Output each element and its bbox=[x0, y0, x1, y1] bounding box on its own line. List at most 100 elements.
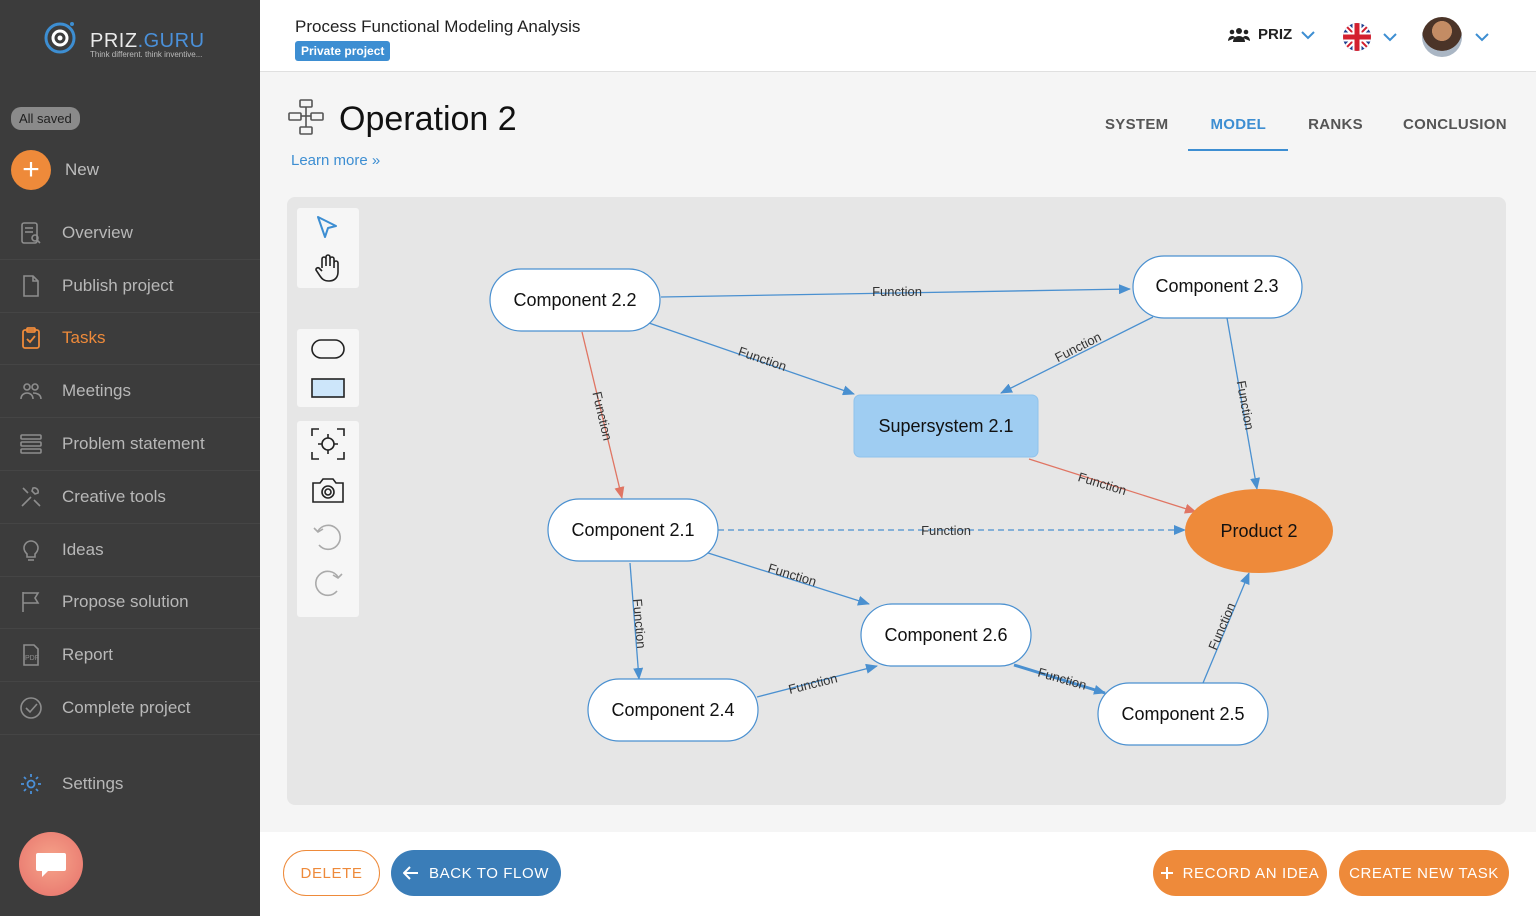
record-idea-button[interactable]: RECORD AN IDEA bbox=[1153, 850, 1327, 896]
sidebar-item-problem-statement[interactable]: Problem statement bbox=[0, 418, 260, 471]
undo-button[interactable] bbox=[308, 516, 348, 556]
edge-c22-c21[interactable] bbox=[581, 331, 625, 499]
select-tool-button[interactable] bbox=[308, 211, 348, 245]
edge-label: Function bbox=[1076, 469, 1128, 498]
screenshot-button[interactable] bbox=[308, 470, 348, 510]
sidebar-item-label: Complete project bbox=[62, 698, 191, 718]
node-label: Component 2.5 bbox=[1121, 704, 1244, 724]
node-component-2-5[interactable]: Component 2.5 bbox=[1097, 682, 1269, 746]
pan-tool-button[interactable] bbox=[308, 251, 348, 285]
node-component-2-6[interactable]: Component 2.6 bbox=[860, 603, 1032, 667]
edge-label: Function bbox=[921, 523, 971, 538]
tab-model[interactable]: MODEL bbox=[1188, 106, 1289, 151]
project-title: Process Functional Modeling Analysis bbox=[295, 17, 581, 36]
add-supersystem-button[interactable] bbox=[308, 371, 348, 404]
model-canvas[interactable]: Function Function Function Function Func… bbox=[287, 197, 1506, 805]
user-menu[interactable] bbox=[1422, 17, 1490, 57]
sidebar-item-ideas[interactable]: Ideas bbox=[0, 524, 260, 577]
tab-ranks[interactable]: RANKS bbox=[1308, 116, 1363, 133]
edge-c21-c26[interactable] bbox=[704, 551, 870, 606]
footer-actions: DELETE BACK TO FLOW RECORD AN IDEA CREAT… bbox=[260, 832, 1536, 916]
edge-label: Function bbox=[1052, 329, 1103, 365]
node-component-2-2[interactable]: Component 2.2 bbox=[489, 268, 661, 332]
chevron-down-icon bbox=[1301, 30, 1315, 39]
sidebar-item-propose-solution[interactable]: Propose solution bbox=[0, 577, 260, 630]
edge-c23-p2[interactable] bbox=[1226, 317, 1261, 490]
node-component-2-4[interactable]: Component 2.4 bbox=[587, 678, 759, 742]
new-label: New bbox=[65, 160, 100, 179]
back-to-flow-button[interactable]: BACK TO FLOW bbox=[391, 850, 561, 896]
sidebar-item-settings[interactable]: Settings bbox=[0, 758, 260, 810]
edge-label: Function bbox=[589, 390, 615, 442]
sidebar-item-label: Ideas bbox=[62, 539, 104, 559]
shape-tools bbox=[297, 329, 359, 407]
add-component-button[interactable] bbox=[308, 332, 348, 365]
node-component-2-3[interactable]: Component 2.3 bbox=[1132, 255, 1303, 319]
sidebar-item-label: Creative tools bbox=[62, 486, 166, 506]
people-icon bbox=[18, 378, 44, 404]
pdf-icon: PDF bbox=[18, 642, 44, 668]
logo-text: PRIZ.GURU bbox=[90, 30, 205, 52]
edge-c26-c25[interactable] bbox=[1013, 663, 1106, 695]
sidebar-item-meetings[interactable]: Meetings bbox=[0, 365, 260, 419]
rounded-shape-icon bbox=[311, 338, 345, 359]
redo-button[interactable] bbox=[308, 562, 348, 602]
settings-label: Settings bbox=[62, 774, 124, 793]
edge-label: Function bbox=[630, 598, 649, 649]
delete-label: DELETE bbox=[300, 864, 363, 882]
language-selector[interactable] bbox=[1342, 22, 1398, 52]
edge-c22-c23[interactable] bbox=[660, 284, 1131, 298]
tab-conclusion[interactable]: CONCLUSION bbox=[1403, 116, 1507, 133]
navigation-tools bbox=[297, 208, 359, 288]
learn-more-link[interactable]: Learn more » bbox=[291, 152, 381, 169]
team-selector[interactable]: PRIZ bbox=[1228, 26, 1316, 43]
sidebar-item-label: Meetings bbox=[62, 381, 131, 401]
sidebar-item-publish-project[interactable]: Publish project bbox=[0, 260, 260, 313]
sidebar-item-label: Overview bbox=[62, 222, 133, 242]
tab-system[interactable]: SYSTEM bbox=[1105, 116, 1169, 133]
edge-ss21-p2[interactable] bbox=[1028, 458, 1197, 514]
edge-label: Function bbox=[1205, 600, 1238, 652]
chat-button[interactable] bbox=[19, 832, 83, 896]
node-label: Supersystem 2.1 bbox=[878, 416, 1013, 436]
svg-text:PDF: PDF bbox=[25, 655, 39, 662]
chevron-down-icon bbox=[1383, 33, 1397, 42]
sidebar-item-label: Propose solution bbox=[62, 592, 189, 612]
fit-view-button[interactable] bbox=[308, 424, 348, 464]
create-task-button[interactable]: CREATE NEW TASK bbox=[1339, 850, 1509, 896]
sidebar-item-creative-tools[interactable]: Creative tools bbox=[0, 471, 260, 524]
node-supersystem-2-1[interactable]: Supersystem 2.1 bbox=[853, 394, 1039, 458]
main-area: Process Functional Modeling Analysis Pri… bbox=[260, 0, 1536, 916]
sidebar-item-tasks[interactable]: Tasks bbox=[0, 313, 260, 366]
sidebar-item-label: Tasks bbox=[62, 328, 106, 348]
node-component-2-1[interactable]: Component 2.1 bbox=[547, 498, 719, 562]
edge-c24-c26[interactable] bbox=[756, 663, 878, 698]
delete-button[interactable]: DELETE bbox=[283, 850, 380, 896]
edge-c25-p2[interactable] bbox=[1202, 572, 1250, 684]
edge-label: Function bbox=[787, 670, 839, 697]
record-idea-label: RECORD AN IDEA bbox=[1182, 864, 1320, 882]
node-label: Product 2 bbox=[1220, 521, 1297, 541]
edge-c23-ss21[interactable] bbox=[1000, 316, 1154, 394]
focus-icon bbox=[311, 428, 345, 460]
page-header: Operation 2 Learn more » SYSTEM MODEL RA… bbox=[260, 72, 1536, 182]
plus-icon: + bbox=[11, 150, 51, 190]
edge-c21-c24[interactable] bbox=[629, 562, 644, 680]
page-title: Operation 2 bbox=[339, 100, 517, 138]
node-product-2[interactable]: Product 2 bbox=[1185, 489, 1333, 573]
redo-icon bbox=[315, 570, 343, 597]
sidebar-item-complete-project[interactable]: Complete project bbox=[0, 682, 260, 735]
edge-label: Function bbox=[766, 560, 818, 589]
functional-model-diagram: Function Function Function Function Func… bbox=[489, 255, 1333, 746]
sidebar-item-report[interactable]: PDF Report bbox=[0, 629, 260, 683]
logo[interactable]: PRIZ.GURU Think different. think inventi… bbox=[38, 16, 238, 64]
edge-label: Function bbox=[1036, 665, 1088, 693]
save-status-badge: All saved bbox=[11, 107, 80, 130]
sidebar-item-label: Problem statement bbox=[62, 434, 205, 454]
edge-c22-ss21[interactable] bbox=[648, 322, 855, 396]
new-button[interactable]: + New bbox=[11, 150, 99, 190]
sidebar-item-overview[interactable]: Overview bbox=[0, 207, 260, 260]
edge-label: Function bbox=[872, 284, 922, 299]
sidebar-nav: Overview Publish project Tasks Meetings … bbox=[0, 207, 260, 735]
sidebar-item-label: Publish project bbox=[62, 275, 174, 295]
